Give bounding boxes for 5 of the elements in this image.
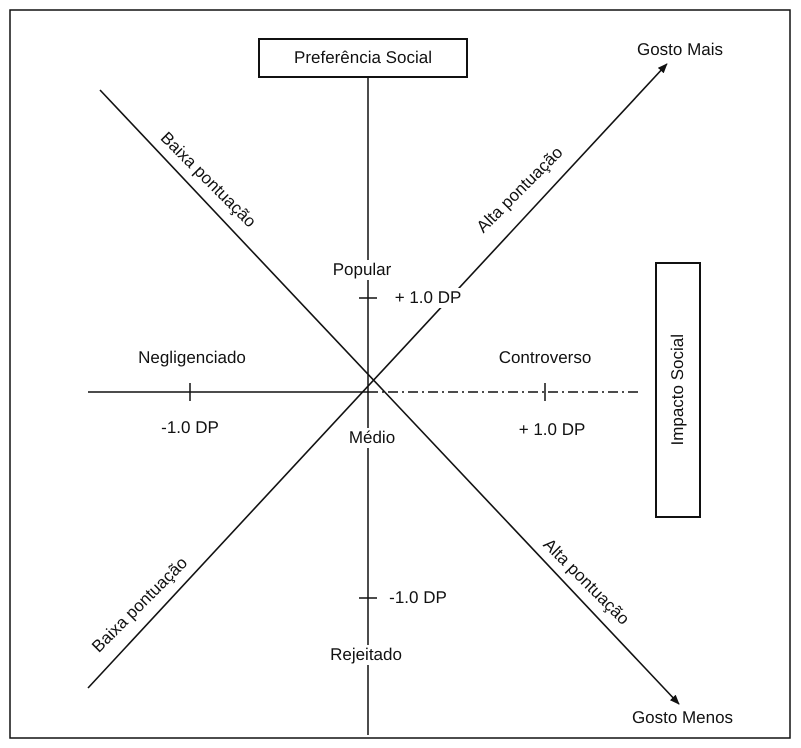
title-box: Impacto Social	[655, 262, 701, 518]
tick-label: + 1.0 DP	[392, 288, 464, 308]
title-box: Preferência Social	[258, 38, 468, 78]
axis-end-label: Gosto Menos	[620, 706, 745, 730]
axis-end-label: Gosto Mais	[625, 38, 735, 62]
